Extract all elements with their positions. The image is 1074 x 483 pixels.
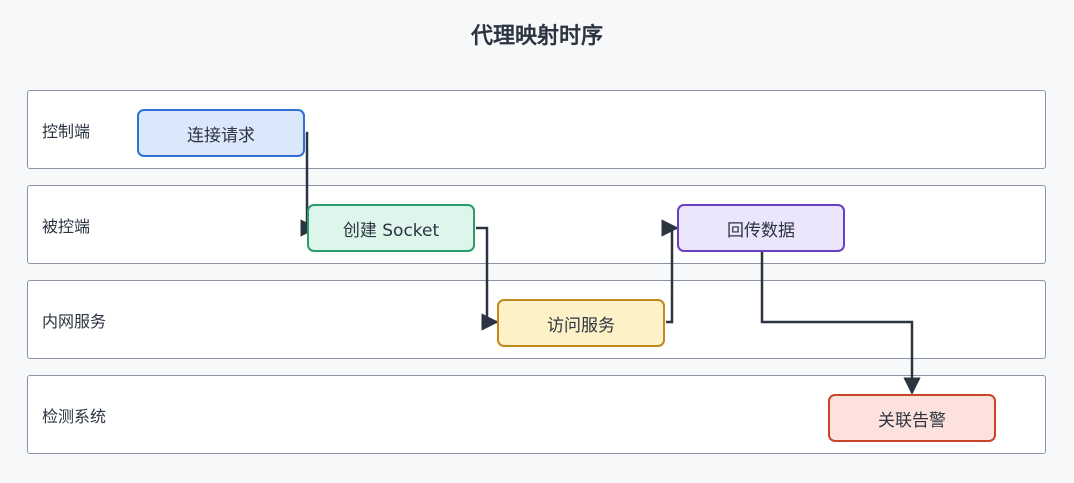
- diagram-title: 代理映射时序: [470, 24, 603, 49]
- lane-label: 内网服务: [42, 311, 107, 331]
- lane-controlled: 被控端: [27, 185, 1046, 264]
- node-access-service: 访问服务: [497, 299, 665, 347]
- lane-label: 检测系统: [42, 406, 107, 426]
- node-create-socket: 创建 Socket: [307, 204, 475, 252]
- node-label: 回传数据: [727, 220, 795, 241]
- node-label: 关联告警: [878, 410, 946, 431]
- node-label: 访问服务: [547, 315, 615, 336]
- lane-label: 控制端: [42, 121, 91, 141]
- node-label: 创建 Socket: [342, 220, 440, 241]
- node-correlated-alert: 关联告警: [828, 394, 996, 442]
- node-label: 连接请求: [187, 125, 255, 146]
- lane-label: 被控端: [42, 216, 91, 236]
- node-return-data: 回传数据: [677, 204, 845, 252]
- node-connection-request: 连接请求: [137, 109, 305, 157]
